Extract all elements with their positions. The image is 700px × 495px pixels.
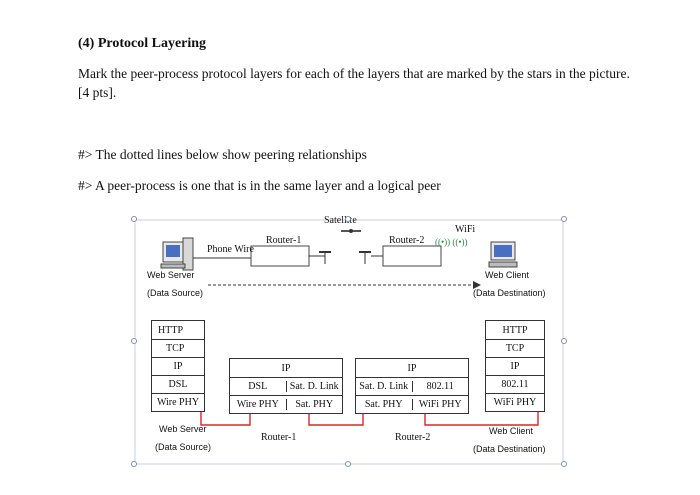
satellite-icon <box>341 229 361 233</box>
layer-http[interactable]: HTTP <box>158 324 183 336</box>
layer-sat-phy[interactable]: Sat. PHY <box>364 399 403 410</box>
layer-sat-data-link[interactable]: Sat. D. Link <box>285 381 343 392</box>
data-destination-label: (Data Destination) <box>473 288 546 298</box>
router-1-label: Router-1 <box>266 235 302 246</box>
resize-handle[interactable] <box>131 461 137 467</box>
resize-handle[interactable] <box>561 461 567 467</box>
layer-sat-phy[interactable]: Sat. PHY <box>285 399 343 410</box>
router-1-protocol-stack: IP DSL Sat. D. Link Wire PHY Sat. PHY <box>229 358 343 414</box>
layer-dsl[interactable]: DSL <box>152 375 204 393</box>
data-source-label: (Data Source) <box>147 288 204 298</box>
layer-tcp[interactable]: TCP <box>152 339 204 357</box>
phone-wire-label: Phone Wire <box>207 244 254 255</box>
bottom-router-2-label: Router-2 <box>395 432 431 443</box>
instruction-points: [4 pts]. <box>78 85 117 100</box>
satellite-dish-icon <box>359 251 371 264</box>
layer-ip[interactable]: IP <box>281 362 291 374</box>
resize-handle[interactable] <box>561 216 567 222</box>
note-dotted-lines: #> The dotted lines below show peering r… <box>78 147 367 162</box>
bottom-data-source-label: (Data Source) <box>155 442 212 452</box>
layer-wifi-phy[interactable]: WiFi PHY <box>486 393 544 411</box>
bottom-web-server-label: Web Server <box>159 424 207 434</box>
layer-wire-phy[interactable]: Wire PHY <box>152 393 204 411</box>
router-2-box <box>382 245 442 267</box>
resize-handle[interactable] <box>345 216 351 222</box>
router-2-protocol-stack: IP Sat. D. Link 802.11 Sat. PHY WiFi PHY <box>355 358 469 414</box>
resize-handle[interactable] <box>345 461 351 467</box>
layer-sat-data-link[interactable]: Sat. D. Link <box>359 381 409 392</box>
web-server-computer-icon <box>160 237 194 271</box>
bottom-router-1-label: Router-1 <box>261 432 297 443</box>
router-1-box <box>250 245 310 267</box>
bottom-data-destination-label: (Data Destination) <box>473 444 546 454</box>
satellite-dish-icon <box>319 251 331 264</box>
layer-ip[interactable]: IP <box>407 362 417 374</box>
instruction-text: Mark the peer-process protocol layers fo… <box>78 64 668 102</box>
web-server-label: Web Server <box>147 270 195 280</box>
layer-wifi-phy[interactable]: WiFi PHY <box>411 399 469 410</box>
resize-handle[interactable] <box>561 338 567 344</box>
resize-handle[interactable] <box>131 338 137 344</box>
client-protocol-stack: HTTP TCP IP 802.11 WiFi PHY <box>485 320 545 412</box>
layer-wire-phy[interactable]: Wire PHY <box>236 399 279 410</box>
layer-http[interactable]: HTTP <box>502 324 528 336</box>
instruction-line-1: Mark the peer-process protocol layers fo… <box>78 66 630 81</box>
layer-tcp[interactable]: TCP <box>486 339 544 357</box>
resize-handle[interactable] <box>131 216 137 222</box>
wifi-label: WiFi <box>455 224 476 235</box>
bottom-web-client-label: Web Client <box>489 426 533 436</box>
network-diagram[interactable]: ((•)) ((•)) ✱ ✱ ✱ ✱ Satellite WiFi Route… <box>131 215 567 467</box>
layer-dsl[interactable]: DSL <box>248 381 268 392</box>
web-client-label: Web Client <box>485 270 529 280</box>
server-protocol-stack: HTTP TCP IP DSL Wire PHY <box>151 320 205 412</box>
layer-802-11[interactable]: 802.11 <box>411 381 469 392</box>
web-client-computer-icon <box>488 241 518 268</box>
layer-802-11[interactable]: 802.11 <box>486 375 544 393</box>
layer-ip[interactable]: IP <box>152 357 204 375</box>
wifi-signal-icon: ((•)) ((•)) <box>435 237 468 247</box>
note-peer-process: #> A peer-process is one that is in the … <box>78 178 441 193</box>
satellite-label: Satellite <box>324 215 357 226</box>
question-heading: (4) Protocol Layering <box>78 36 207 51</box>
router-2-label: Router-2 <box>389 235 425 246</box>
data-path-line <box>200 330 539 426</box>
layer-ip[interactable]: IP <box>486 357 544 375</box>
